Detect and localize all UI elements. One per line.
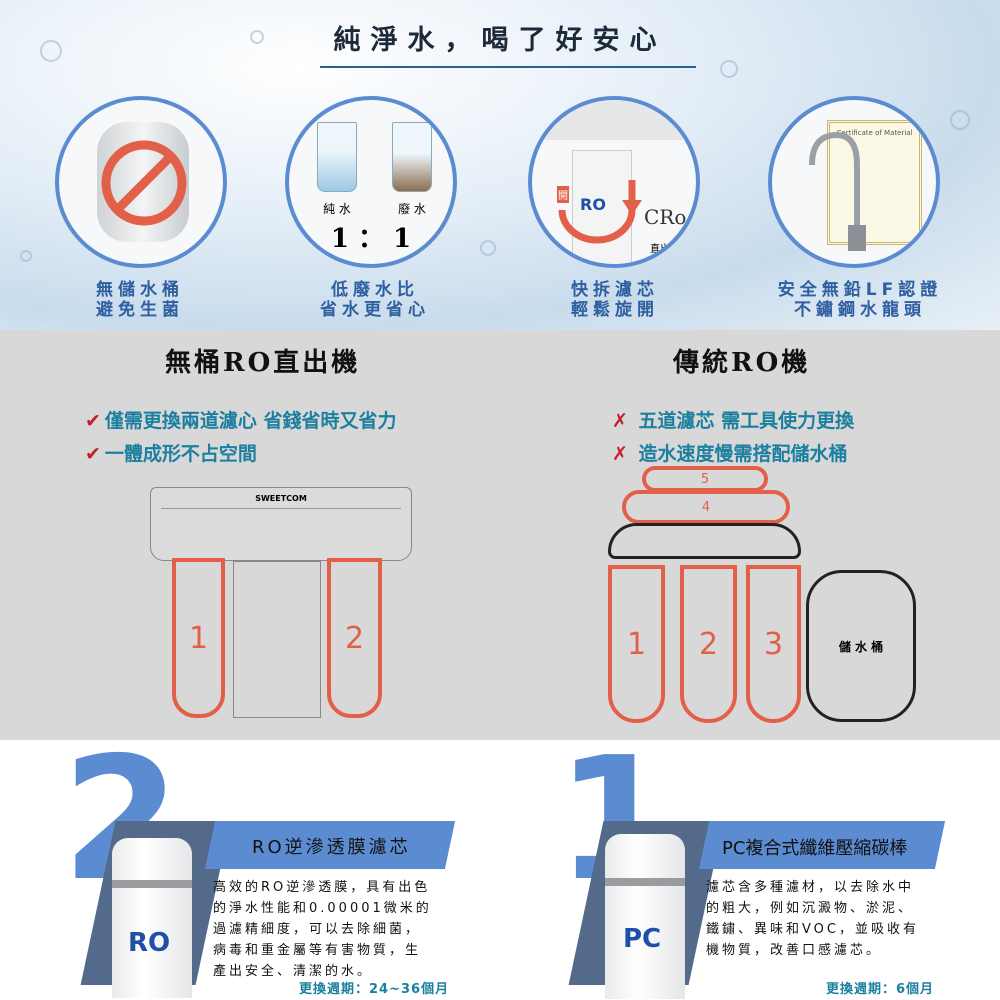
faucet-circle: Certificate of Material (768, 96, 940, 268)
feature-caption-no-tank: 無儲水桶避免生菌 (96, 280, 184, 320)
manifold (608, 523, 801, 559)
check-icon: ✔ (85, 443, 101, 465)
filter-title: PC複合式纖維壓縮碳棒 (722, 838, 908, 859)
check-icon: ✔ (85, 410, 101, 432)
filter-description: 濾芯含多種濾材，以去除水中的粗大，例如沉澱物、淤泥、鐵鏽、異味和VOC，並吸收有… (706, 880, 919, 958)
pc-filter-cartridge-image: PC (605, 834, 685, 999)
open-label: 開 (557, 186, 569, 203)
prohibited-icon (101, 140, 187, 226)
filter-1: 1 (608, 565, 665, 723)
ratio-circle: 純 水 廢 水 1 ： 1 (285, 96, 457, 268)
tankless-point: ✔僅需更換兩道濾心 省錢省時又省力 (85, 410, 397, 432)
storage-tank: 儲 水 桶 (806, 570, 916, 722)
filter-1: 1 (172, 558, 225, 718)
replacement-cycle: 更換週期：6個月 (826, 982, 935, 997)
filter-5: 5 (642, 466, 768, 492)
ratio-label: 1 ： 1 (330, 224, 412, 254)
faucet-icon (809, 131, 866, 251)
traditional-point: ✗ 五道濾芯 需工具使力更換 (612, 410, 855, 432)
filter-3: 3 (746, 565, 801, 723)
title-underline (320, 66, 696, 68)
pure-water-glass-icon (317, 122, 357, 192)
certificate-image: Certificate of Material (827, 120, 922, 245)
tankless-ro-title: 無桶RO直出機 (165, 348, 361, 378)
filter-2: 2 (680, 565, 737, 723)
filter-4: 4 (622, 490, 790, 524)
brand-logo: SWEETCOM (255, 494, 307, 503)
tankless-point: ✔一體成形不占空間 (85, 443, 257, 465)
ro-label: RO (580, 195, 606, 214)
pure-water-label: 純 水 (323, 202, 351, 216)
no-tank-circle (55, 96, 227, 268)
cross-icon: ✗ (612, 443, 628, 465)
filter-image (572, 150, 632, 264)
rotate-arrow-icon (558, 180, 642, 244)
feature-caption-faucet: 安全無鉛LF認證不鏽鋼水龍頭 (777, 280, 943, 320)
brand-label: CRo (644, 205, 687, 229)
traditional-ro-title: 傳統RO機 (673, 348, 811, 378)
filter-2: 2 (327, 558, 382, 718)
waste-water-glass-icon (392, 122, 432, 192)
cross-icon: ✗ (612, 410, 628, 432)
filter-title: RO逆滲透膜濾芯 (252, 837, 411, 858)
tankless-center-housing (233, 561, 321, 718)
ro-filter-cartridge-image: RO (112, 838, 192, 998)
direct-label: 直出 (650, 244, 670, 255)
machine-top-image (532, 100, 696, 140)
feature-caption-ratio: 低廢水比省水更省心 (320, 280, 430, 320)
traditional-point: ✗ 造水速度慢需搭配儲水桶 (612, 443, 848, 465)
feature-caption-quick-filter: 快拆濾芯輕鬆旋開 (571, 280, 659, 320)
filter-description: 高效的RO逆滲透膜，具有出色的淨水性能和0.00001微米的過濾精細度，可以去除… (213, 880, 432, 979)
tankless-machine-body: SWEETCOM (150, 487, 412, 561)
replacement-cycle: 更換週期：24~36個月 (299, 982, 450, 997)
waste-water-label: 廢 水 (398, 202, 426, 216)
page-title: 純淨水，喝了好安心 (333, 25, 667, 56)
quick-filter-circle: RO 開 CRo 直出 (528, 96, 700, 268)
